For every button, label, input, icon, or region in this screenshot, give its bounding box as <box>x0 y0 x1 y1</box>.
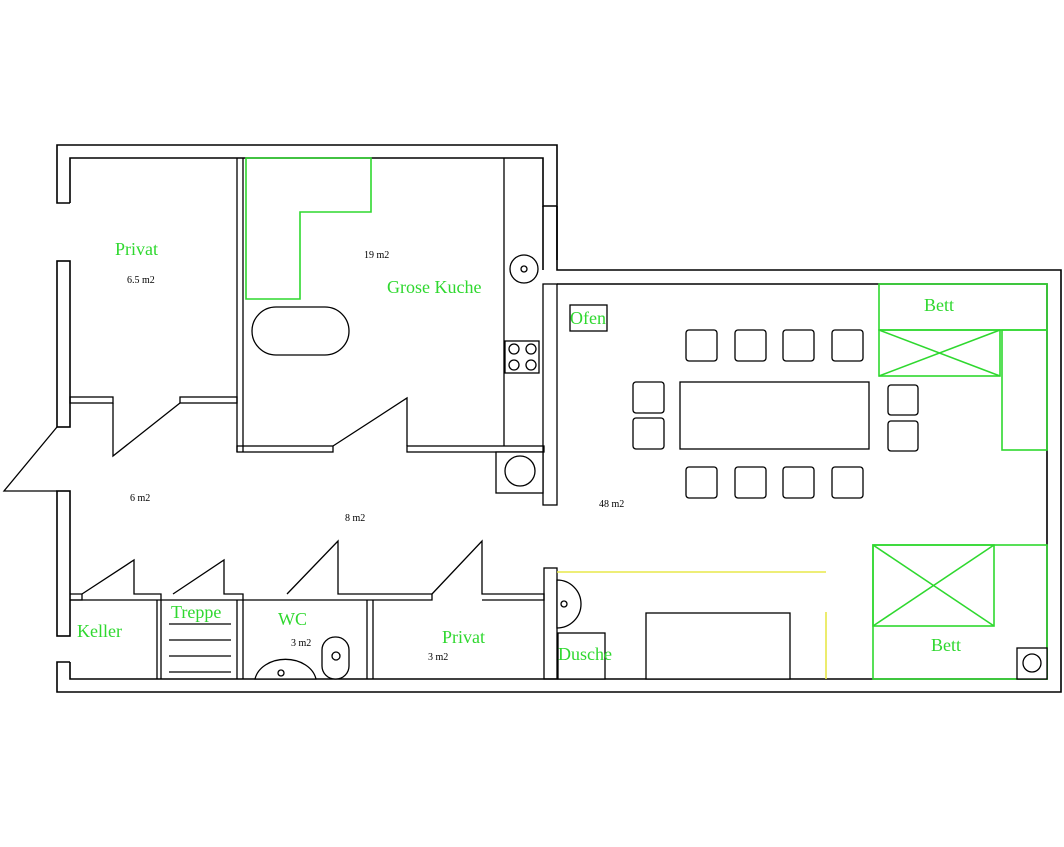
toilet-icon <box>254 658 317 680</box>
washbasin-icon <box>1022 653 1042 673</box>
chair <box>782 329 815 362</box>
room-area-wc: 3 m2 <box>291 638 311 649</box>
chair <box>734 466 767 499</box>
room-area-privat-bottom: 3 m2 <box>428 652 448 663</box>
washbasin-icon <box>560 600 568 608</box>
kitchen-furniture <box>245 157 544 494</box>
shower-tray <box>645 612 791 680</box>
chair <box>887 420 919 452</box>
label-bed-top: Bett <box>924 295 954 315</box>
chair <box>782 466 815 499</box>
kitchen-counter-green <box>245 157 372 300</box>
room-labels: Privat 6.5 m2 19 m2 Grose Kuche Ofen Bet… <box>77 239 961 664</box>
room-label-dusche: Dusche <box>558 644 612 664</box>
chair <box>831 466 864 499</box>
label-bed-bottom: Bett <box>931 635 961 655</box>
chair <box>632 417 665 450</box>
chair <box>887 384 919 416</box>
washbasin-icon <box>504 455 536 487</box>
room-label-treppe: Treppe <box>171 602 221 622</box>
chair <box>685 466 718 499</box>
room-area-privat-top: 6.5 m2 <box>127 275 155 286</box>
room-label-wc: WC <box>278 609 307 629</box>
room-label-kitchen: Grose Kuche <box>387 277 481 297</box>
label-oven: Ofen <box>570 308 606 328</box>
room-area-kitchen: 19 m2 <box>364 250 389 261</box>
room-label-keller: Keller <box>77 621 122 641</box>
dining-table <box>679 381 870 450</box>
room-label-privat-bottom: Privat <box>442 627 485 647</box>
room-label-privat-top: Privat <box>115 239 158 259</box>
chair <box>685 329 718 362</box>
outer-walls <box>2 144 1062 693</box>
chair <box>831 329 864 362</box>
oven-box <box>569 304 608 332</box>
chair <box>734 329 767 362</box>
chair <box>632 381 665 414</box>
bottom-furniture <box>169 623 350 680</box>
kitchen-island <box>251 306 350 356</box>
room-area-hall-entry: 6 m2 <box>130 493 150 504</box>
living-furniture <box>556 283 1048 680</box>
room-area-hall-main: 8 m2 <box>345 513 365 524</box>
bed-top <box>878 283 1048 331</box>
room-area-living: 48 m2 <box>599 499 624 510</box>
interior-walls <box>69 158 558 680</box>
